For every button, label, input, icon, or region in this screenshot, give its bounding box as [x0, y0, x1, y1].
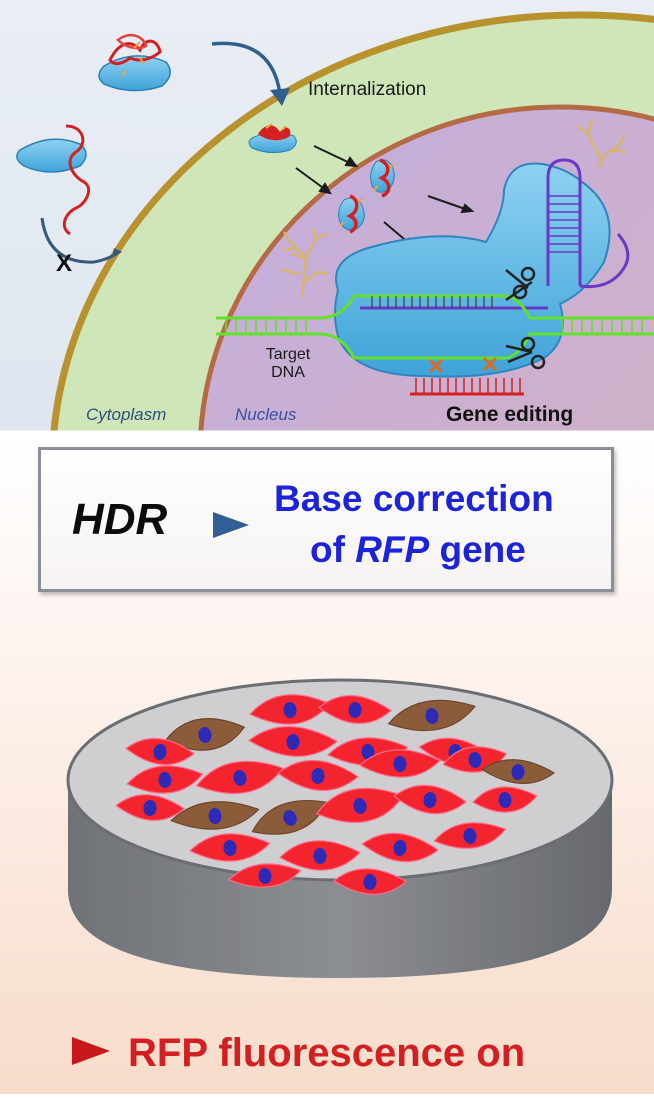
fluorescent-cell [318, 695, 393, 724]
cell-nucleus [393, 756, 407, 772]
cell-nucleus [258, 868, 272, 884]
cell-nucleus [363, 874, 377, 890]
fluorescent-cell [361, 832, 440, 863]
fluorescent-cell [189, 833, 271, 862]
hdr-callout-box [38, 447, 614, 592]
blocked-entry-marker: X [56, 250, 73, 277]
cell-nucleus [208, 808, 222, 824]
outcome-line-1: Base correction [274, 478, 554, 519]
fluorescent-cell [277, 759, 360, 792]
trafficking-arrows [295, 145, 475, 249]
cell-nucleus [498, 792, 512, 808]
nucleus-label: Nucleus [235, 405, 297, 424]
cell-nucleus [463, 828, 477, 844]
chromatin-branch-left [281, 227, 329, 299]
blocked-entry-arrow [40, 217, 117, 264]
donor-template [410, 356, 524, 396]
cell-nucleus [233, 770, 247, 786]
fluorescent-cell [279, 840, 361, 871]
cell-nucleus [198, 727, 212, 743]
cell-nucleus [283, 810, 297, 826]
cell-nucleus [286, 734, 300, 750]
cell-nucleus [468, 752, 482, 768]
hairpin-base-pairs [549, 195, 579, 253]
cell-nucleus [425, 708, 439, 724]
fluorescent-cell [472, 786, 538, 813]
cell-nucleus [223, 840, 237, 856]
fluorescent-cell [433, 822, 507, 849]
cell-nucleus [153, 744, 167, 760]
fluorescent-cell [195, 760, 284, 795]
cell-nucleus [511, 764, 525, 780]
cell-nucleus [361, 744, 375, 760]
internalization-label: Internalization [308, 79, 427, 100]
fluorescent-cell [228, 863, 302, 888]
cell-nucleus [348, 702, 362, 718]
fluorescent-cell [125, 737, 195, 766]
fluorescent-cell [332, 868, 408, 895]
cell-nucleus [311, 768, 325, 784]
cas9-protein [334, 162, 611, 378]
outcome-line-2: of RFP gene [310, 531, 526, 568]
cell-nucleus [158, 772, 172, 788]
nuclear-complex-2 [338, 194, 365, 234]
cas9-rnp-complex-outside [98, 33, 171, 92]
fluorescent-cell [249, 694, 331, 725]
dna-base-pairs [225, 318, 643, 334]
scissors-icon-upper [505, 266, 536, 302]
fluorescent-cell [393, 784, 467, 815]
fluorescence-result-label: RFP fluorescence on [128, 1031, 526, 1075]
unedited-cell [170, 801, 260, 830]
guide-rna-hairpin [546, 158, 582, 286]
hdr-label: HDR [72, 495, 168, 544]
cell-population [115, 694, 556, 895]
internalization-arrow [211, 41, 282, 95]
cell-nucleus [283, 702, 297, 718]
cell-nucleus [423, 792, 437, 808]
fluorescent-cell [247, 726, 339, 757]
cytoplasm-label: Cytoplasm [86, 405, 167, 424]
outcome-gene-name: RFP [355, 529, 430, 570]
chromatin-branch-right [577, 119, 627, 169]
cas9-protein-with-rna-outside [16, 124, 90, 236]
cell-nucleus [313, 848, 327, 864]
rna-dna-pairing [371, 296, 493, 308]
hdr-arrow-icon [213, 512, 249, 538]
outcome-suffix: gene [429, 529, 526, 570]
target-dna-label: Target DNA [265, 346, 311, 382]
culture-dish [66, 678, 614, 978]
unedited-cell [164, 718, 246, 751]
gene-editing-label: Gene editing [446, 403, 574, 426]
target-dna-strands [216, 294, 654, 360]
fluorescent-cell [315, 787, 404, 823]
nuclear-complex-1 [370, 158, 395, 198]
cell-nucleus [143, 800, 157, 816]
outcome-prefix: of [310, 529, 356, 570]
fluorescent-cell [126, 765, 204, 794]
scissors-icon-lower [505, 336, 546, 370]
cell-nucleus [393, 840, 407, 856]
cell-nucleus [353, 798, 367, 814]
unedited-cell [387, 699, 476, 732]
fluorescent-cell [358, 749, 441, 778]
internalized-complex [248, 123, 297, 154]
fluorescent-cell [115, 794, 186, 821]
unedited-cell [480, 759, 556, 784]
result-arrow-icon [72, 1037, 110, 1065]
